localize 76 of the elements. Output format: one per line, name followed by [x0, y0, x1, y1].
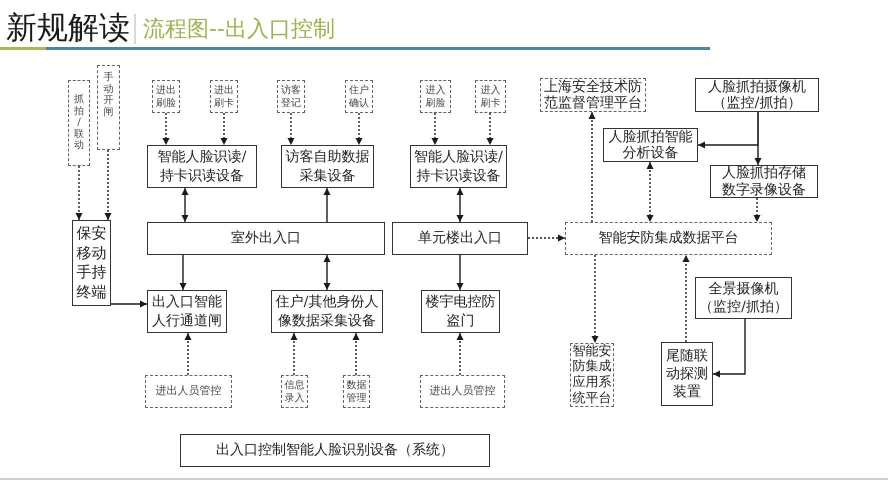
box-label: 进出刷脸 [156, 84, 176, 110]
box-label: 室外出入口 [231, 229, 301, 248]
arrow [352, 333, 360, 375]
dashed-box [475, 80, 506, 113]
arrow [754, 198, 760, 222]
arrow [184, 333, 192, 375]
arrow [324, 188, 330, 222]
arrow [592, 255, 598, 343]
double-arrow [182, 188, 188, 222]
arrow [713, 319, 746, 378]
arrow [432, 113, 438, 145]
arrow [456, 333, 464, 375]
arrow [162, 113, 170, 145]
arrow [220, 113, 228, 145]
box-label: 上海安全技术防范监督管理平台 [544, 78, 642, 112]
dashed-box [420, 80, 451, 113]
box-label: 进出刷卡 [214, 84, 234, 110]
double-arrow [456, 188, 464, 222]
dashed-box [345, 80, 373, 113]
dashed-box [145, 375, 232, 408]
box-label: 住户确认 [349, 84, 369, 110]
arrow [486, 113, 494, 145]
arrow [356, 113, 362, 145]
box-label: 人脸抓拍智能分析设备 [608, 128, 692, 162]
box-label: 进出人员管控 [430, 383, 496, 400]
box-label: 智能安防集成应用系统平台 [572, 344, 612, 406]
process-box [392, 222, 528, 255]
dashed-box [210, 80, 238, 113]
arrow [290, 333, 298, 375]
dashed-box [277, 80, 305, 113]
arrow [111, 300, 147, 308]
process-box [710, 165, 818, 198]
box-label: 尾随联动探测装置 [666, 346, 708, 402]
double-arrow [646, 162, 654, 222]
process-box [147, 222, 385, 255]
box-label: 智能人脸识读/持卡识读设备 [413, 148, 504, 185]
page-title: 流程图--出入口控制 [143, 16, 335, 44]
dashed-box [97, 65, 120, 150]
arrow [76, 166, 82, 220]
process-box [180, 434, 490, 467]
box-label: 单元楼出入口 [418, 229, 502, 248]
box-label: 全景摄像机（监控/抓拍） [698, 280, 789, 316]
process-box [695, 78, 819, 112]
box-label: 手动开闸 [104, 72, 114, 118]
box-label: 进入刷卡 [480, 84, 500, 110]
dashed-box [420, 375, 505, 408]
dashed-box [68, 80, 90, 166]
box-label: 访客自助数据采集设备 [286, 148, 370, 185]
box-label: 出入口智能人行通道闸 [152, 293, 222, 330]
dashed-box [152, 80, 180, 113]
arrow [288, 113, 294, 145]
box-label: 出入口控制智能人脸识别设备（系统） [216, 441, 454, 460]
double-arrow [324, 255, 330, 290]
box-label: 智能人脸识读/持卡识读设备 [156, 148, 248, 185]
arrow [754, 112, 762, 165]
arrow [528, 234, 565, 242]
dashed-box [565, 222, 772, 255]
box-label: 访客登记 [281, 84, 301, 110]
box-label: 住户/其他身份人像数据采集设备 [275, 293, 379, 330]
box-label: 楼宇电控防盗门 [426, 293, 496, 330]
box-label: 进入刷脸 [426, 84, 446, 110]
arrow [588, 112, 596, 222]
box-label: 抓拍/联动 [74, 94, 84, 152]
process-box [147, 145, 257, 188]
arrow [456, 255, 464, 290]
arrow [180, 255, 186, 290]
box-label: 人脸抓拍存储数字录像设备 [722, 165, 806, 198]
section-heading: 新规解读 [6, 9, 130, 48]
box-label: 保安移动手持终端 [76, 224, 106, 302]
box-label: 智能安防集成数据平台 [598, 229, 738, 248]
arrow [104, 150, 112, 220]
box-label: 信息录入 [284, 378, 304, 404]
box-label: 数据管理 [346, 378, 366, 404]
box-label: 进出人员管控 [156, 383, 222, 400]
arrow [682, 255, 690, 342]
box-label: 人脸抓拍摄像机（监控/抓拍） [706, 78, 807, 112]
